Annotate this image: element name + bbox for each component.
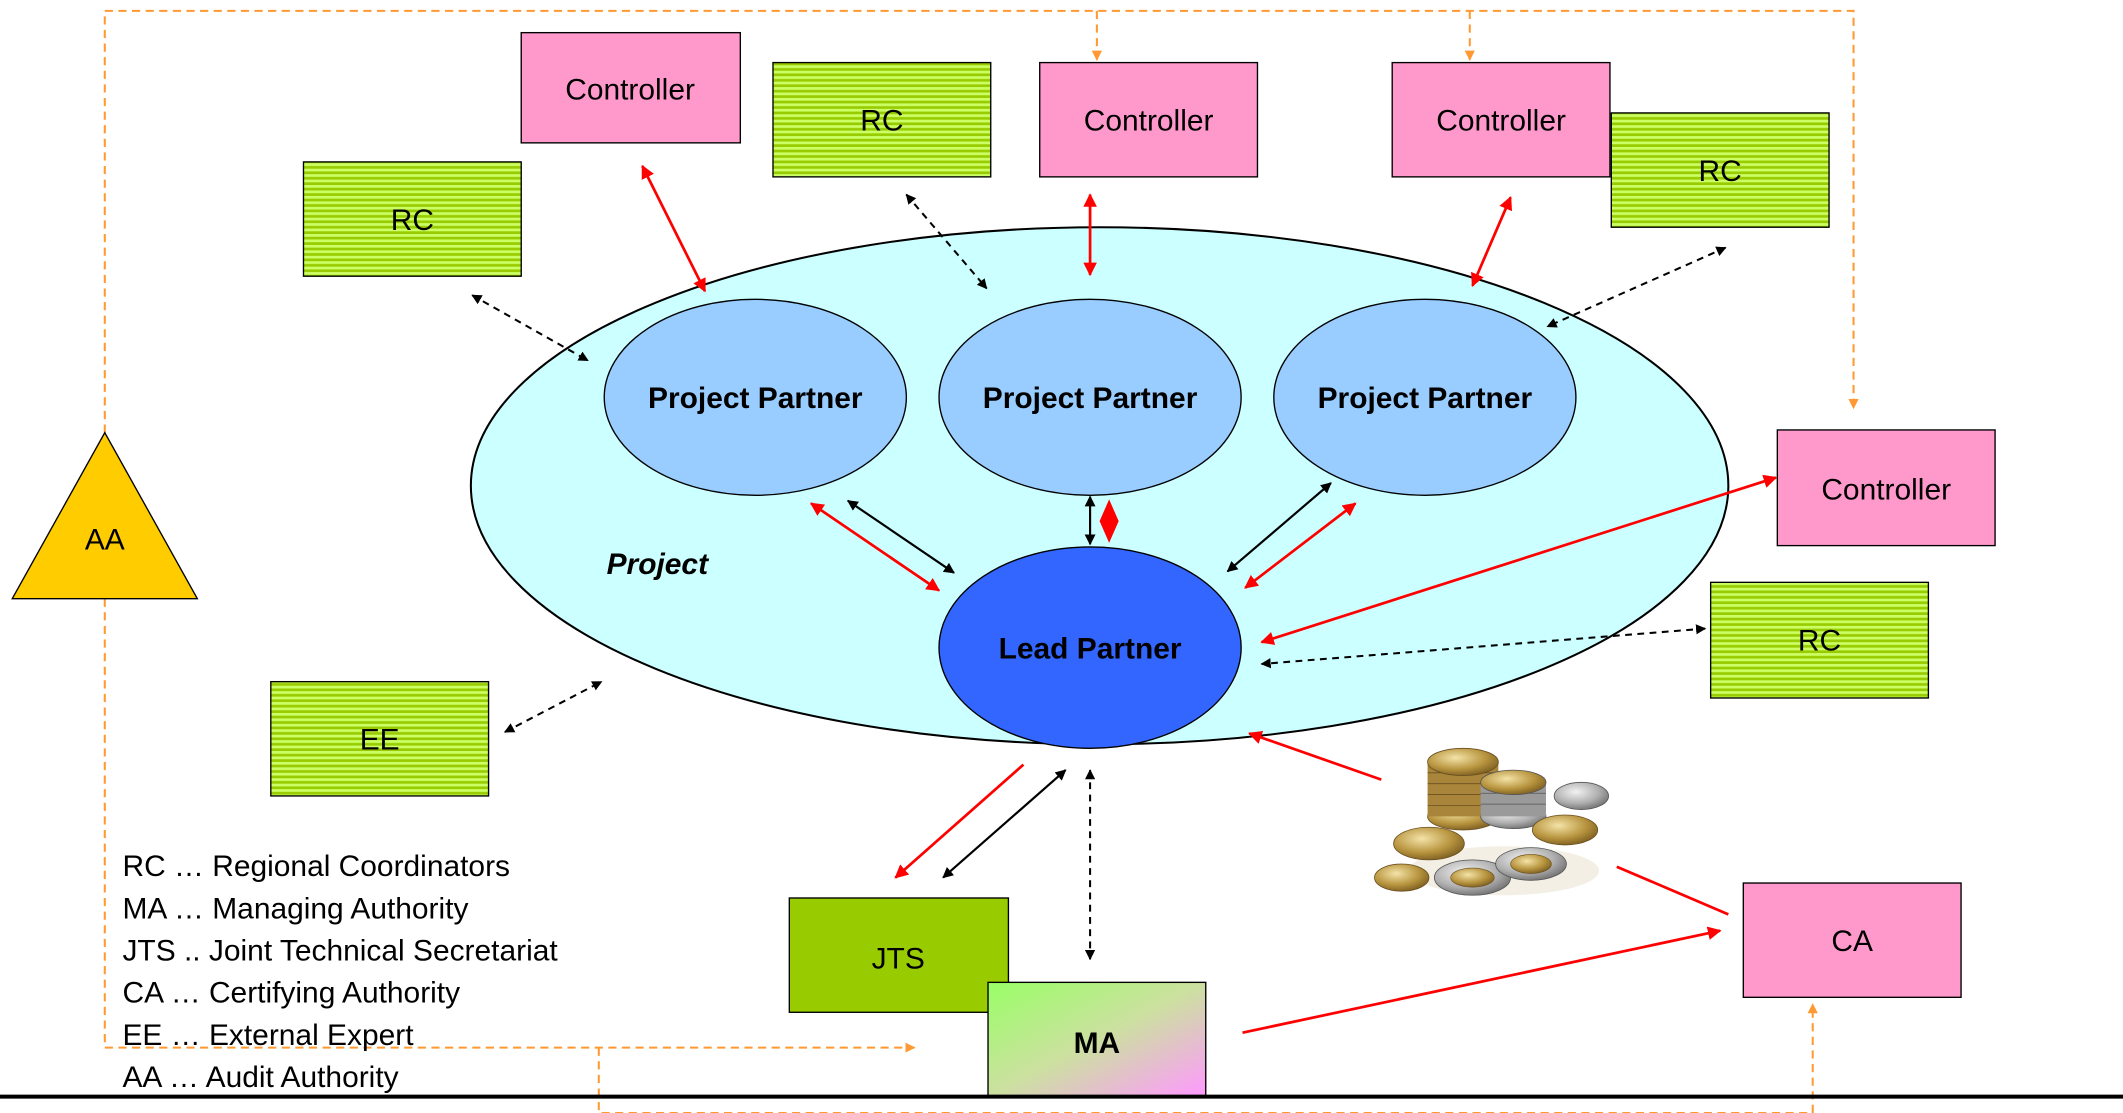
- ma-label: MA: [1074, 1027, 1121, 1060]
- aa-triangle: AA: [11, 431, 199, 600]
- rc-box-3: RC: [1610, 112, 1830, 228]
- legend-item-ca: CA … Certifying Authority: [122, 977, 460, 1010]
- legend-item-jts: JTS .. Joint Technical Secretariat: [122, 935, 558, 968]
- black-arrows: [846, 482, 1332, 879]
- project-partner-label-3: Project Partner: [1318, 382, 1533, 415]
- ca-box: CA: [1742, 882, 1962, 999]
- rc-label-3: RC: [1699, 155, 1742, 188]
- legend-item-ma: MA … Managing Authority: [122, 892, 468, 925]
- ee-box: EE: [270, 680, 490, 797]
- ee-label: EE: [360, 724, 400, 757]
- coins-image: [1374, 747, 1609, 896]
- ma-box: MA: [987, 981, 1207, 1098]
- rc-label-4: RC: [1798, 624, 1841, 657]
- project-partner-label-1: Project Partner: [648, 382, 863, 415]
- red-diamond-marker: [1099, 499, 1119, 543]
- legend: RC … Regional Coordinators MA … Managing…: [122, 850, 558, 1094]
- black-dashed-arrows: [471, 193, 1727, 961]
- controller-box-3: Controller: [1391, 61, 1611, 178]
- legend-item-ee: EE … External Expert: [122, 1019, 414, 1052]
- aa-label: AA: [85, 524, 125, 557]
- controller-label-2: Controller: [1084, 105, 1214, 138]
- rc-box-2: RC: [772, 61, 992, 178]
- project-partner-2: Project Partner: [938, 298, 1242, 496]
- controller-box-4: Controller: [1776, 429, 1996, 547]
- project-label: Project: [607, 548, 709, 581]
- rc-box-1: RC: [302, 161, 522, 277]
- controller-box-1: Controller: [520, 31, 742, 144]
- legend-item-aa: AA … Audit Authority: [122, 1061, 398, 1094]
- legend-item-rc: RC … Regional Coordinators: [122, 850, 510, 883]
- ca-label: CA: [1831, 925, 1873, 958]
- project-partner-1: Project Partner: [603, 298, 908, 496]
- jts-label: JTS: [872, 943, 925, 976]
- controller-box-2: Controller: [1039, 61, 1259, 178]
- controller-label-1: Controller: [565, 73, 695, 106]
- rc-label-2: RC: [860, 105, 903, 138]
- rc-box-4: RC: [1709, 581, 1930, 699]
- lead-partner: Lead Partner: [938, 546, 1242, 750]
- lead-partner-label: Lead Partner: [999, 633, 1182, 666]
- project-partner-label-2: Project Partner: [983, 382, 1198, 415]
- jts-box: JTS: [788, 897, 1010, 1013]
- rc-label-1: RC: [391, 204, 434, 237]
- controller-label-4: Controller: [1821, 473, 1951, 506]
- controller-label-3: Controller: [1436, 105, 1566, 138]
- project-partner-3: Project Partner: [1273, 298, 1577, 496]
